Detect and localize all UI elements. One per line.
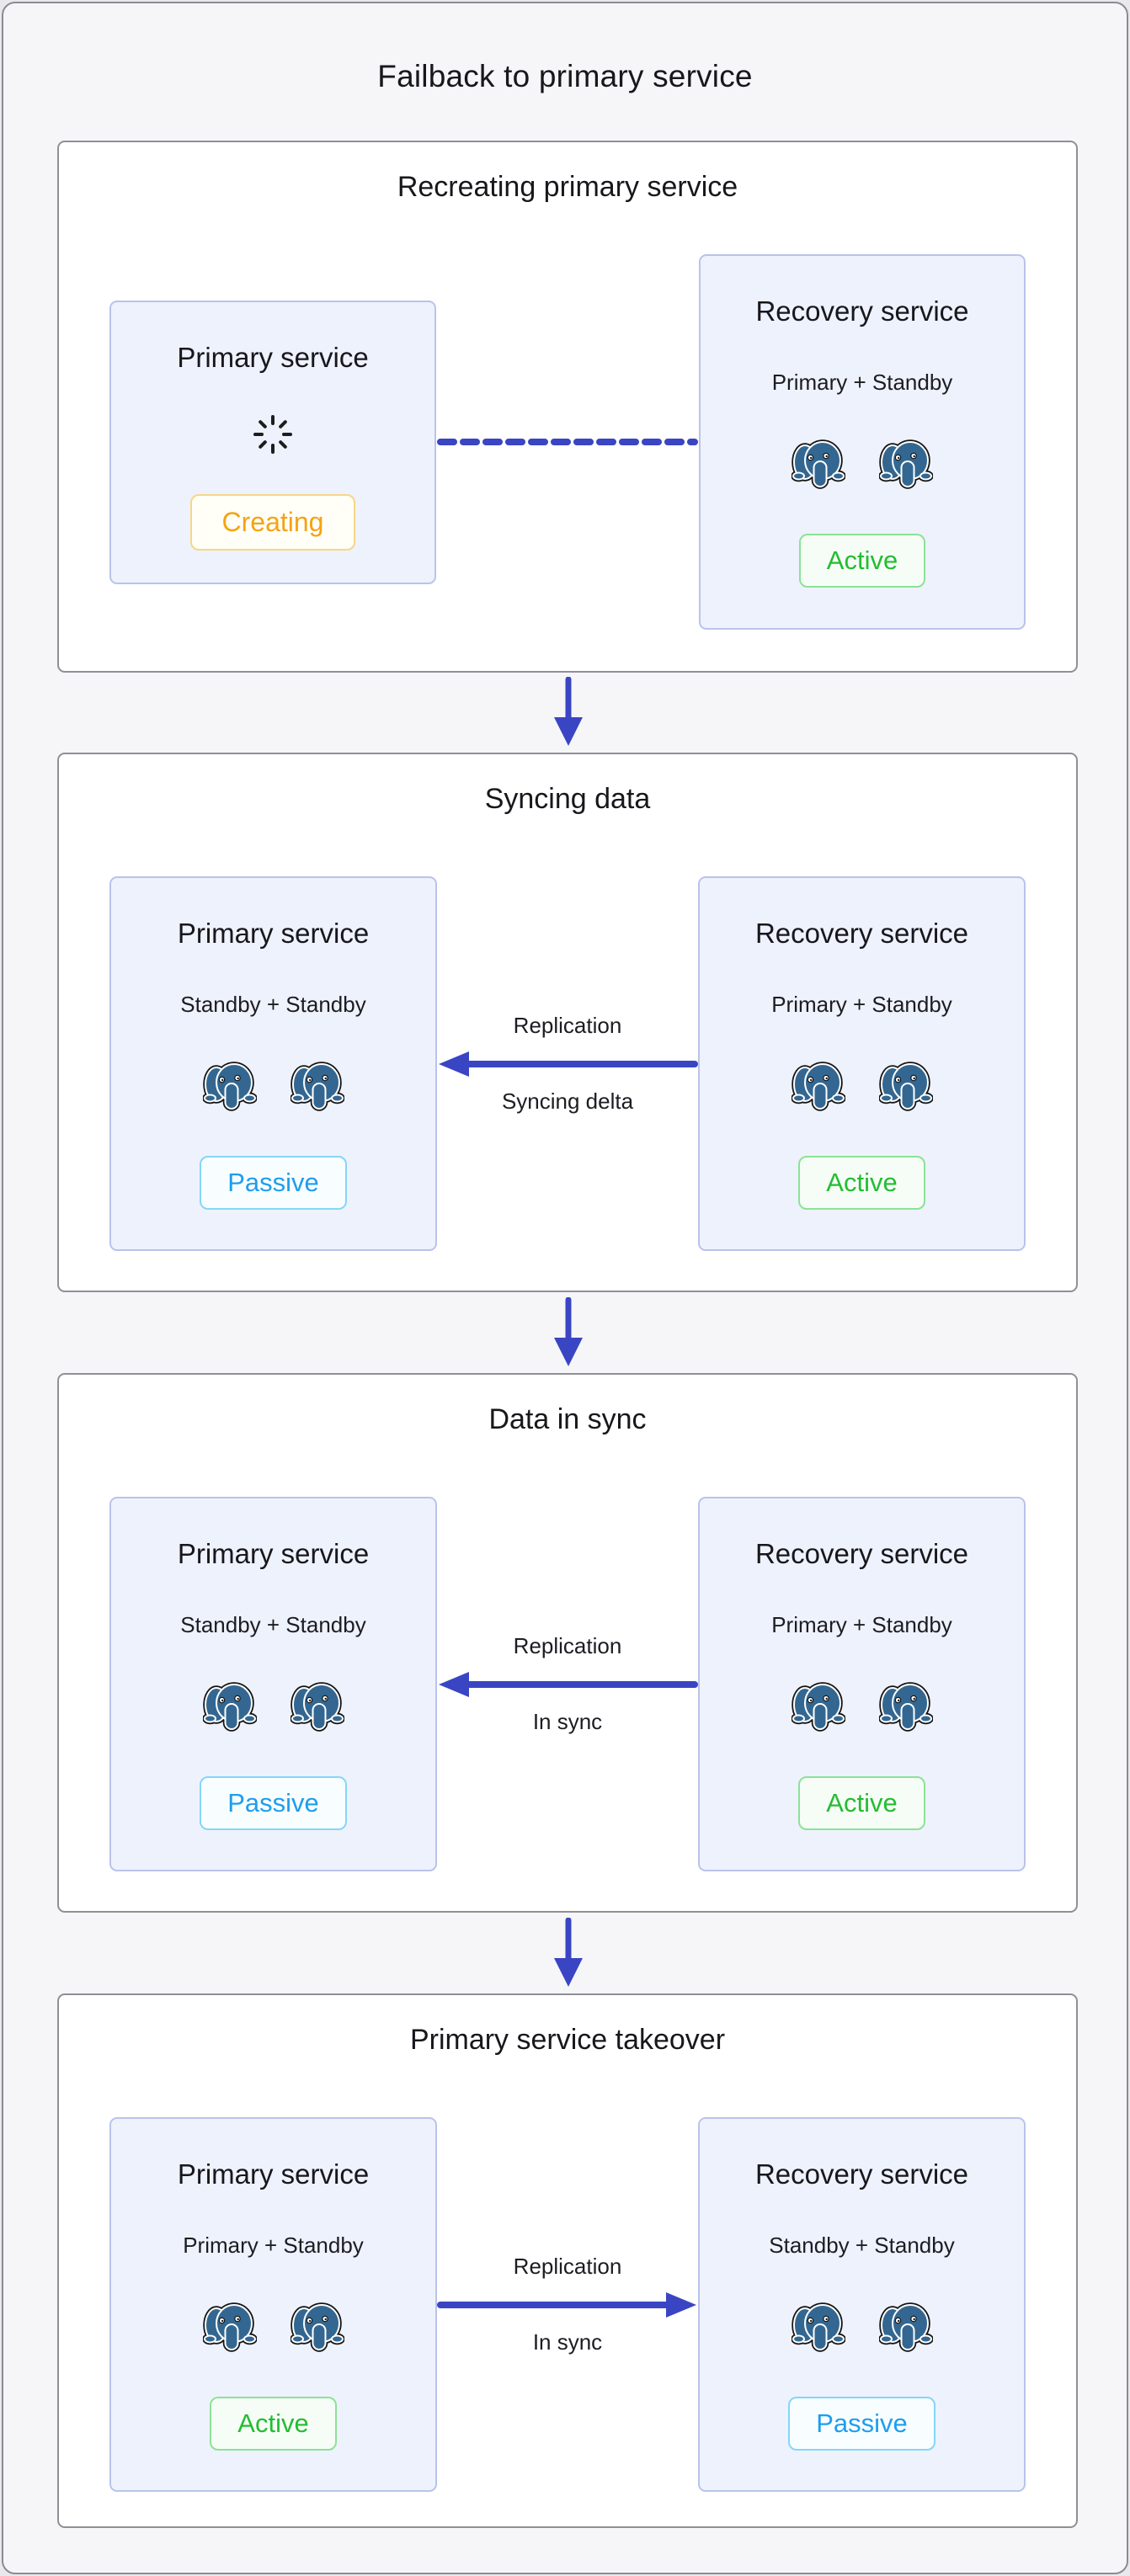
status-badge: Passive: [200, 1776, 347, 1830]
service-subtitle: Primary + Standby: [771, 370, 953, 395]
stage-panel-syncing-data: Syncing data Primary service Standby + S…: [57, 753, 1078, 1292]
flow-arrow-down-icon: [551, 1297, 586, 1368]
service-subtitle: Standby + Standby: [180, 1612, 366, 1637]
stage-panel-recreating-primary-service: Recreating primary service Primary servi…: [57, 141, 1078, 673]
loading-spinner-icon: [250, 412, 296, 457]
service-title: Recovery service: [754, 1538, 969, 1569]
service-subtitle: Primary + Standby: [183, 2233, 364, 2258]
connector-label: Replication: [513, 2254, 622, 2279]
status-badge: Passive: [788, 2397, 935, 2451]
service-subtitle: Primary + Standby: [771, 1612, 952, 1637]
postgres-elephant-icons: [203, 1682, 344, 1732]
connector-replication: Replication In sync: [437, 2254, 698, 2355]
service-subtitle: Standby + Standby: [769, 2233, 955, 2258]
stage-row: Primary service Standby + Standby Passiv…: [59, 1497, 1076, 1871]
primary-service-box: Primary service Standby + Standby Passiv…: [109, 1497, 437, 1871]
postgres-elephant-icon: [290, 2302, 344, 2353]
stage-header: Data in sync: [488, 1403, 647, 1435]
connector-sublabel: In sync: [532, 2329, 603, 2355]
status-badge: Creating: [189, 493, 356, 551]
stage-panel-primary-service-takeover: Primary service takeover Primary service…: [57, 1993, 1078, 2528]
connector-replication: Replication Syncing delta: [437, 1013, 698, 1115]
service-subtitle: Standby + Standby: [180, 992, 366, 1017]
postgres-elephant-icons: [792, 1062, 933, 1112]
flow-arrow-down-icon: [551, 677, 586, 748]
postgres-elephant-icon: [203, 2302, 257, 2353]
postgres-elephant-icon: [792, 1062, 845, 1112]
replication-arrow-right-icon: [437, 2291, 698, 2319]
postgres-elephant-icon: [879, 1682, 933, 1732]
postgres-elephant-icon: [879, 2302, 933, 2353]
postgres-elephant-icon: [203, 1062, 257, 1112]
stage-row: Primary service Creating Recovery servic…: [59, 254, 1076, 630]
connector-replication: Replication In sync: [437, 1633, 698, 1735]
postgres-elephant-icon: [879, 439, 933, 490]
status-badge: Active: [798, 1156, 925, 1210]
stage-header: Primary service takeover: [409, 2024, 726, 2056]
recovery-service-box: Recovery service Primary + Standby Activ…: [698, 1497, 1026, 1871]
status-badge: Active: [798, 1776, 925, 1830]
stage-row: Primary service Standby + Standby Passiv…: [59, 876, 1076, 1251]
service-title: Recovery service: [754, 918, 969, 949]
stage-header: Syncing data: [484, 783, 651, 815]
primary-service-box: Primary service Standby + Standby Passiv…: [109, 876, 437, 1251]
connector-sublabel: Syncing delta: [501, 1088, 634, 1114]
postgres-elephant-icons: [203, 1062, 344, 1112]
postgres-elephant-icons: [792, 439, 933, 490]
postgres-elephant-icon: [203, 1682, 257, 1732]
primary-service-box: Primary service Primary + Standby Active: [109, 2117, 437, 2492]
service-title: Primary service: [177, 1538, 370, 1569]
status-badge: Active: [210, 2397, 337, 2451]
stage-row: Primary service Primary + Standby Active…: [59, 2117, 1076, 2492]
replication-arrow-left-icon: [437, 1670, 698, 1699]
connector-dashed: [436, 437, 699, 447]
postgres-elephant-icon: [290, 1062, 344, 1112]
connector-sublabel: In sync: [532, 1709, 603, 1734]
stage-header: Recreating primary service: [397, 171, 738, 203]
postgres-elephant-icon: [792, 1682, 845, 1732]
postgres-elephant-icons: [792, 1682, 933, 1732]
replication-arrow-left-icon: [437, 1050, 698, 1078]
service-subtitle: Primary + Standby: [771, 992, 952, 1017]
postgres-elephant-icon: [879, 1062, 933, 1112]
recovery-service-box: Recovery service Primary + Standby Activ…: [699, 254, 1026, 630]
status-badge: Active: [798, 534, 926, 588]
page-title: Failback to primary service: [377, 59, 753, 93]
service-title: Primary service: [177, 2158, 370, 2190]
stage-panel-data-in-sync: Data in sync Primary service Standby + S…: [57, 1373, 1078, 1913]
primary-service-box: Primary service Creating: [109, 300, 436, 584]
postgres-elephant-icons: [792, 2302, 933, 2353]
service-title: Primary service: [177, 341, 369, 373]
service-title: Recovery service: [754, 2158, 969, 2190]
postgres-elephant-icon: [792, 2302, 845, 2353]
connector-label: Replication: [513, 1013, 622, 1038]
status-badge: Passive: [200, 1156, 347, 1210]
postgres-elephant-icons: [203, 2302, 344, 2353]
service-title: Primary service: [177, 918, 370, 949]
postgres-elephant-icon: [290, 1682, 344, 1732]
flow-arrow-down-icon: [551, 1918, 586, 1988]
service-title: Recovery service: [755, 295, 969, 327]
dashed-line: [437, 439, 698, 445]
postgres-elephant-icon: [792, 439, 845, 490]
recovery-service-box: Recovery service Standby + Standby Passi…: [698, 2117, 1026, 2492]
connector-label: Replication: [513, 1633, 622, 1658]
recovery-service-box: Recovery service Primary + Standby Activ…: [698, 876, 1026, 1251]
